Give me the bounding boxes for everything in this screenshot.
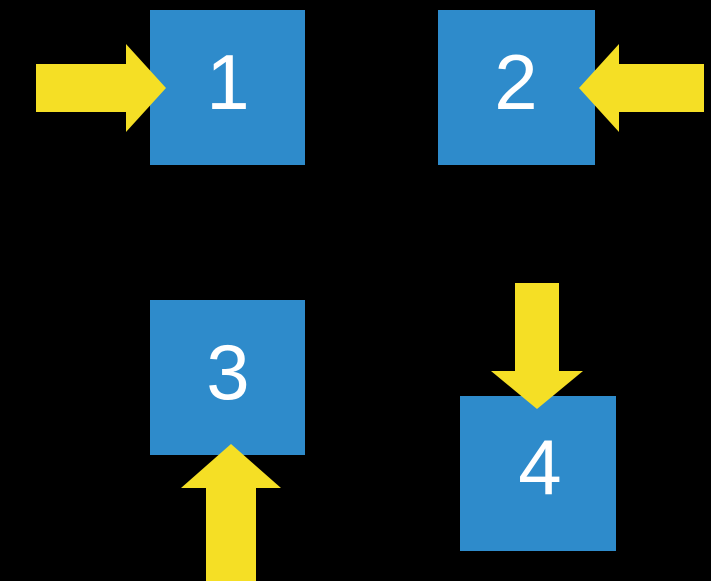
arrow-up-into-box-3 xyxy=(181,444,281,581)
node-label-3: 3 xyxy=(206,328,250,416)
arrow-down-into-box-4 xyxy=(491,283,583,409)
node-label-1: 1 xyxy=(206,38,250,126)
arrow-right-into-box-1 xyxy=(36,44,166,132)
node-label-4: 4 xyxy=(518,423,562,511)
node-box-1[interactable] xyxy=(150,10,305,165)
arrow-left-into-box-2 xyxy=(579,44,704,132)
node-label-2: 2 xyxy=(494,38,538,126)
node-box-2[interactable] xyxy=(438,10,595,165)
node-box-3[interactable] xyxy=(150,300,305,455)
node-box-4[interactable] xyxy=(460,396,616,551)
